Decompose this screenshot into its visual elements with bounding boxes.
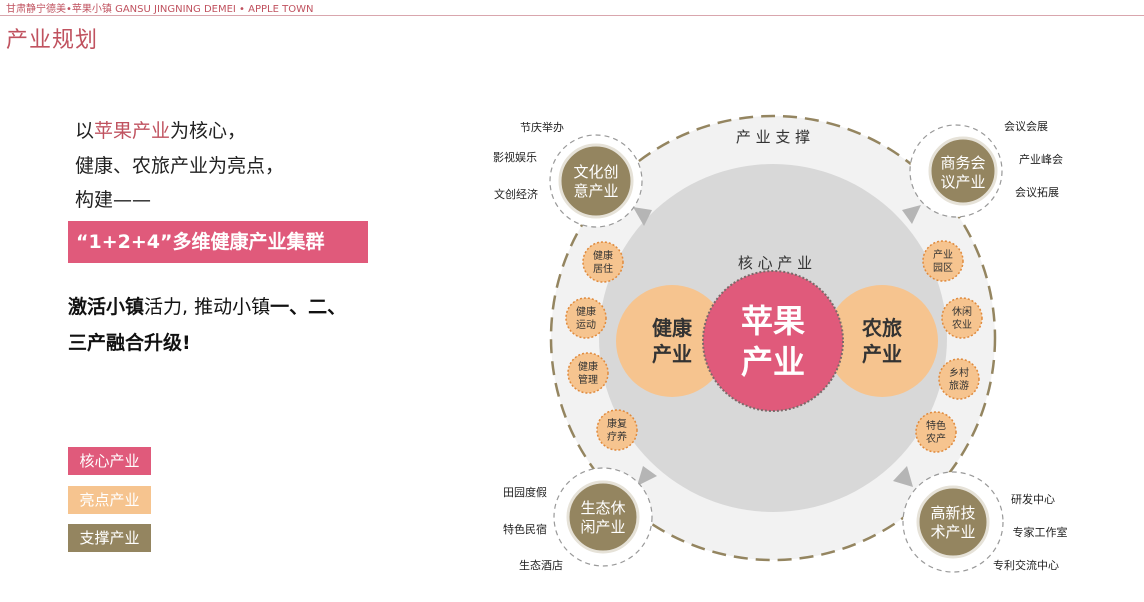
arrow-top-left-icon	[633, 207, 652, 226]
cluster-banner: “1+2+4”多维健康产业集群	[68, 221, 368, 263]
support-circle	[558, 143, 634, 219]
support-ring-label: 产 业 支 撑	[736, 128, 810, 146]
apple-industry-label-2: 产业	[741, 343, 805, 381]
support-label: 商务会	[940, 154, 985, 172]
tourism-items: 产业 园区 休闲 农业 乡村 旅游 特色 农产	[915, 240, 983, 453]
header-divider	[0, 15, 1144, 16]
health-item-circle	[582, 241, 624, 283]
intro-line-1-prefix: 以	[75, 120, 95, 142]
support-circle	[916, 485, 990, 559]
legend-highlight-industry: 亮点产业	[68, 486, 151, 514]
agritourism-industry-circle	[826, 285, 938, 397]
health-item-label: 管理	[578, 373, 598, 386]
tourism-item-circle	[941, 297, 983, 339]
tourism-item-label: 特色	[926, 419, 946, 432]
tourism-item-label: 休闲	[952, 305, 972, 318]
tourism-item-circle	[915, 411, 957, 453]
tourism-item-circle	[922, 240, 964, 282]
support-item: 专家工作室	[1013, 525, 1068, 539]
health-item-label: 健康	[576, 305, 596, 318]
intro-line-1-highlight: 苹果产业	[94, 120, 171, 142]
support-item: 田园度假	[503, 485, 547, 499]
header-caption: 甘肃静宁德美•苹果小镇 GANSU JINGNING DEMEI • APPLE…	[6, 4, 314, 15]
health-item-label: 疗养	[607, 430, 627, 443]
support-item: 研发中心	[1011, 492, 1055, 506]
activation-bold-1: 激活小镇	[68, 296, 145, 318]
support-circle	[566, 480, 640, 554]
arrow-top-right-icon	[902, 205, 921, 224]
intro-line-3: 构建——	[75, 189, 152, 211]
health-item-circle	[596, 409, 638, 451]
health-item-circle	[567, 352, 609, 394]
support-label: 高新技	[930, 504, 975, 522]
health-item-circle	[565, 297, 607, 339]
support-label: 生态休	[580, 499, 625, 517]
apple-industry-circle	[702, 270, 844, 412]
activation-line-2: 三产融合升级!	[68, 332, 191, 354]
activation-bold-2: 一、二、	[270, 296, 347, 318]
support-culture: 文化创 意产业 节庆举办 影视娱乐 文创经济	[493, 120, 643, 228]
support-label: 术产业	[930, 523, 975, 541]
support-item: 会议会展	[1004, 120, 1048, 133]
support-item: 会议拓展	[1015, 185, 1059, 199]
health-industry-label-1: 健康	[652, 316, 693, 340]
support-item: 节庆举办	[520, 120, 564, 134]
tourism-item-label: 园区	[933, 262, 953, 274]
health-industry-label-2: 产业	[652, 342, 692, 366]
health-items: 健康 居住 健康 运动 健康 管理 康复 疗养	[565, 241, 638, 451]
agritourism-industry-label-2: 产业	[862, 342, 902, 366]
support-business: 商务会 议产业 会议会展 产业峰会 会议拓展	[909, 120, 1063, 218]
arrow-bottom-right-icon	[893, 466, 913, 487]
support-label: 闲产业	[580, 518, 625, 536]
health-industry-circle	[616, 285, 728, 397]
tourism-item-label: 农产	[926, 432, 946, 445]
agritourism-industry-label-1: 农旅	[861, 316, 902, 340]
health-item-label: 居住	[593, 262, 613, 275]
legend-support-industry: 支撑产业	[68, 524, 151, 552]
arrow-icons	[633, 205, 921, 487]
core-disk-label: 核 心 产 业	[738, 254, 812, 272]
support-item: 专利交流中心	[993, 558, 1059, 572]
health-item-label: 运动	[576, 319, 596, 331]
intro-line-1: 以苹果产业为核心，	[75, 116, 246, 143]
legend-core-industry: 核心产业	[68, 447, 151, 475]
tourism-item-label: 乡村	[949, 366, 969, 379]
intro-line-2: 健康、农旅产业为亮点，	[75, 155, 285, 177]
apple-industry-label-1: 苹果	[741, 302, 805, 340]
support-hightech: 高新技 术产业 研发中心 专家工作室 专利交流中心	[902, 471, 1068, 573]
health-item-label: 健康	[578, 360, 598, 373]
tourism-item-label: 旅游	[949, 379, 969, 392]
page-title: 产业规划	[6, 28, 99, 53]
support-item: 产业峰会	[1019, 152, 1063, 166]
tourism-item-label: 农业	[952, 318, 972, 331]
support-item: 文创经济	[494, 187, 538, 201]
health-item-label: 康复	[607, 417, 627, 430]
support-item: 特色民宿	[503, 522, 547, 536]
health-item-label: 健康	[593, 249, 613, 262]
tourism-item-circle	[938, 358, 980, 400]
activation-text-1: 活力, 推动小镇	[144, 296, 271, 318]
support-label: 议产业	[940, 173, 985, 191]
support-label: 意产业	[573, 182, 618, 200]
tourism-item-label: 产业	[933, 248, 953, 261]
arrow-bottom-left-icon	[637, 466, 657, 486]
support-item: 影视娱乐	[493, 150, 537, 164]
support-label: 文化创	[573, 163, 618, 181]
activation-line-1: 激活小镇活力, 推动小镇一、二、	[68, 292, 346, 319]
support-circle	[928, 136, 998, 206]
support-eco: 生态休 闲产业 田园度假 特色民宿 生态酒店	[503, 467, 653, 572]
intro-line-1-suffix: 为核心，	[170, 120, 247, 142]
support-item: 生态酒店	[519, 558, 563, 572]
